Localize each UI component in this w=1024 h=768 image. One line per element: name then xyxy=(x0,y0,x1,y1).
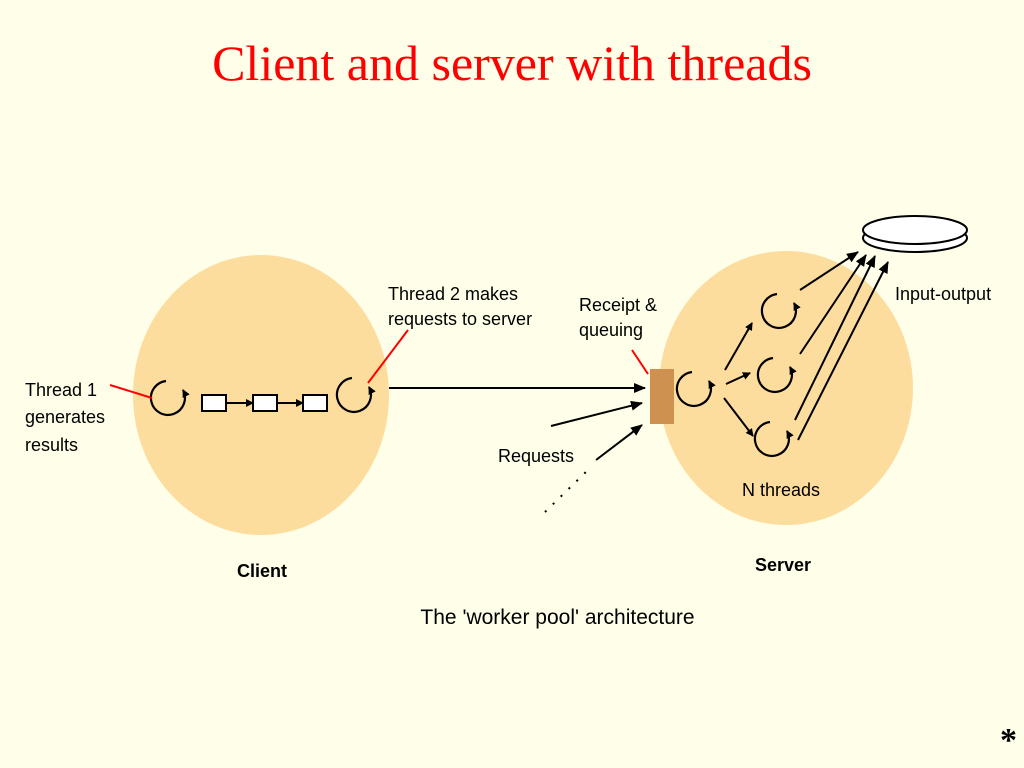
io-arrow xyxy=(794,255,876,421)
receipt-queue-block xyxy=(650,369,674,424)
receipt-label-line2: queuing xyxy=(579,320,644,340)
thread2-callout-line xyxy=(367,329,409,384)
requests-label: Requests xyxy=(498,446,575,466)
thread-loop-icon xyxy=(149,379,190,416)
thread1-label-line1: Thread 1 xyxy=(25,380,98,400)
io-arrow xyxy=(799,251,859,291)
io-arrow xyxy=(799,254,867,355)
thread-loop-icon xyxy=(753,420,794,457)
thread1-label-line3: results xyxy=(25,435,79,455)
buffer-box-icon xyxy=(201,394,227,412)
slide-title: Client and server with threads xyxy=(212,35,812,91)
request-arrow xyxy=(550,400,643,427)
thread-loop-icon xyxy=(756,356,797,393)
thread-loop-icon xyxy=(760,292,801,329)
io-arrow xyxy=(797,261,889,441)
input-output-label: Input-output xyxy=(895,284,992,304)
arrow-icon xyxy=(723,397,754,437)
thread1-callout-line xyxy=(109,384,153,399)
arrow-icon xyxy=(725,372,751,385)
n-threads-label: N threads xyxy=(742,480,821,500)
thread-loop-icon xyxy=(675,370,716,407)
thread2-label-line2: requests to server xyxy=(388,309,533,329)
diagram-caption: The 'worker pool' architecture xyxy=(420,606,695,629)
request-arrow xyxy=(595,424,643,461)
thread2-label-line1: Thread 2 makes xyxy=(388,284,519,304)
more-requests-dots xyxy=(544,465,593,513)
thread-loop-icon xyxy=(335,376,376,413)
receipt-label-line1: Receipt & xyxy=(579,295,658,315)
buffer-box-icon xyxy=(302,394,328,412)
arrow-icon xyxy=(724,322,753,371)
server-label: Server xyxy=(755,555,812,575)
buffer-box-icon xyxy=(252,394,278,412)
receipt-callout-line xyxy=(631,349,649,375)
thread1-label-line2: generates xyxy=(25,407,106,427)
disk-icon xyxy=(862,215,968,253)
footer-asterisk: * xyxy=(1000,722,1017,759)
client-label: Client xyxy=(237,561,288,581)
